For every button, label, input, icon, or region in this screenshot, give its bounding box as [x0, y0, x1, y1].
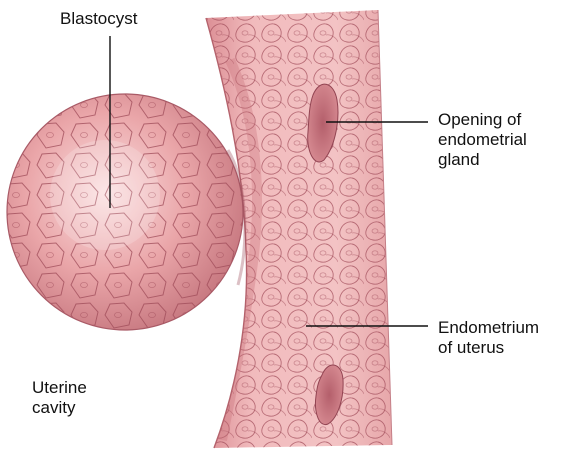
label-opening-of-endometrial-gland: Opening of endometrial gland	[438, 110, 527, 170]
label-endometrium-of-uterus: Endometrium of uterus	[438, 318, 539, 358]
label-uterine-cavity: Uterine cavity	[32, 378, 87, 418]
blastocyst-sphere	[0, 90, 250, 340]
label-blastocyst: Blastocyst	[60, 9, 137, 29]
